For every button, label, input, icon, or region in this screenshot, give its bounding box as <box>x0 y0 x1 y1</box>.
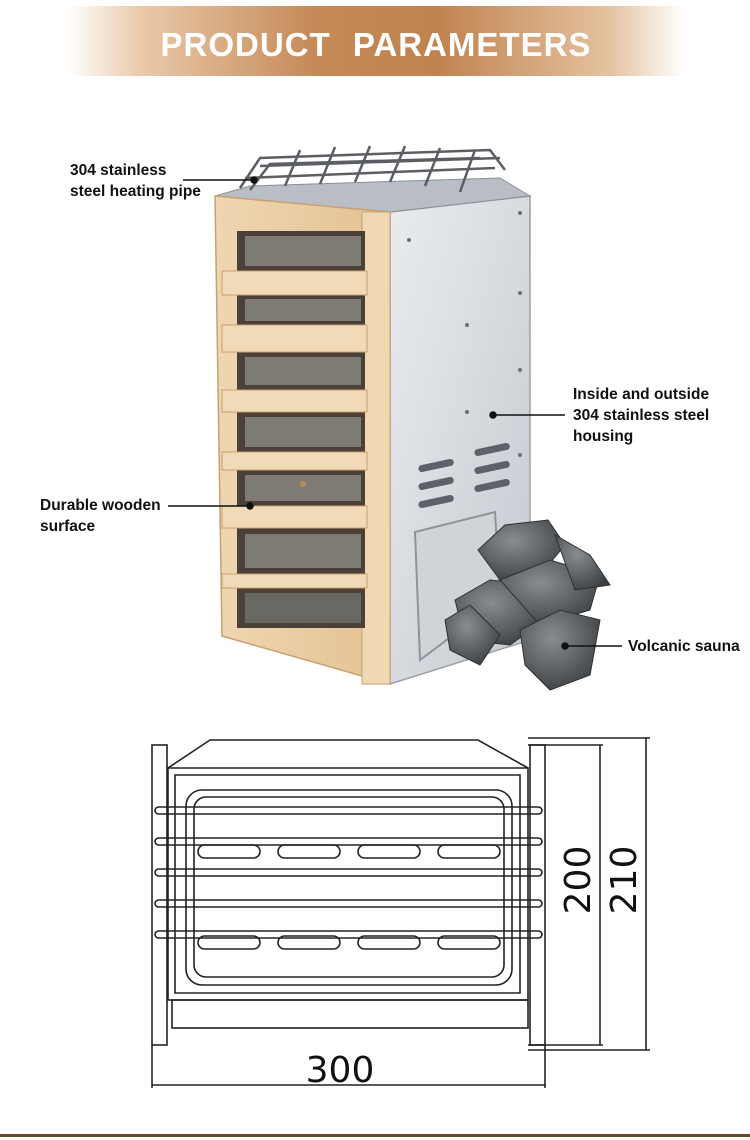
page-title: PRODUCT PARAMETERS <box>160 26 592 63</box>
dimension-height-outer: 210 <box>604 846 645 915</box>
sauna-heater-illustration <box>168 145 622 691</box>
wooden-slats <box>221 231 368 628</box>
steel-housing <box>214 177 532 686</box>
callout-leaders <box>168 176 622 650</box>
callout-stones: Volcanic sauna <box>628 638 740 655</box>
header-banner: PRODUCT PARAMETERS <box>68 6 684 76</box>
callout-housing: Inside and outside 304 stainless steel h… <box>573 386 710 445</box>
callout-heating-pipe: 304 stainless steel heating pipe <box>70 162 201 200</box>
volcanic-stones <box>444 519 611 691</box>
bottom-divider <box>0 1134 750 1137</box>
dimension-width: 300 <box>306 1050 375 1091</box>
dimension-height-inner: 200 <box>558 846 599 915</box>
callout-wooden: Durable wooden surface <box>40 497 161 535</box>
